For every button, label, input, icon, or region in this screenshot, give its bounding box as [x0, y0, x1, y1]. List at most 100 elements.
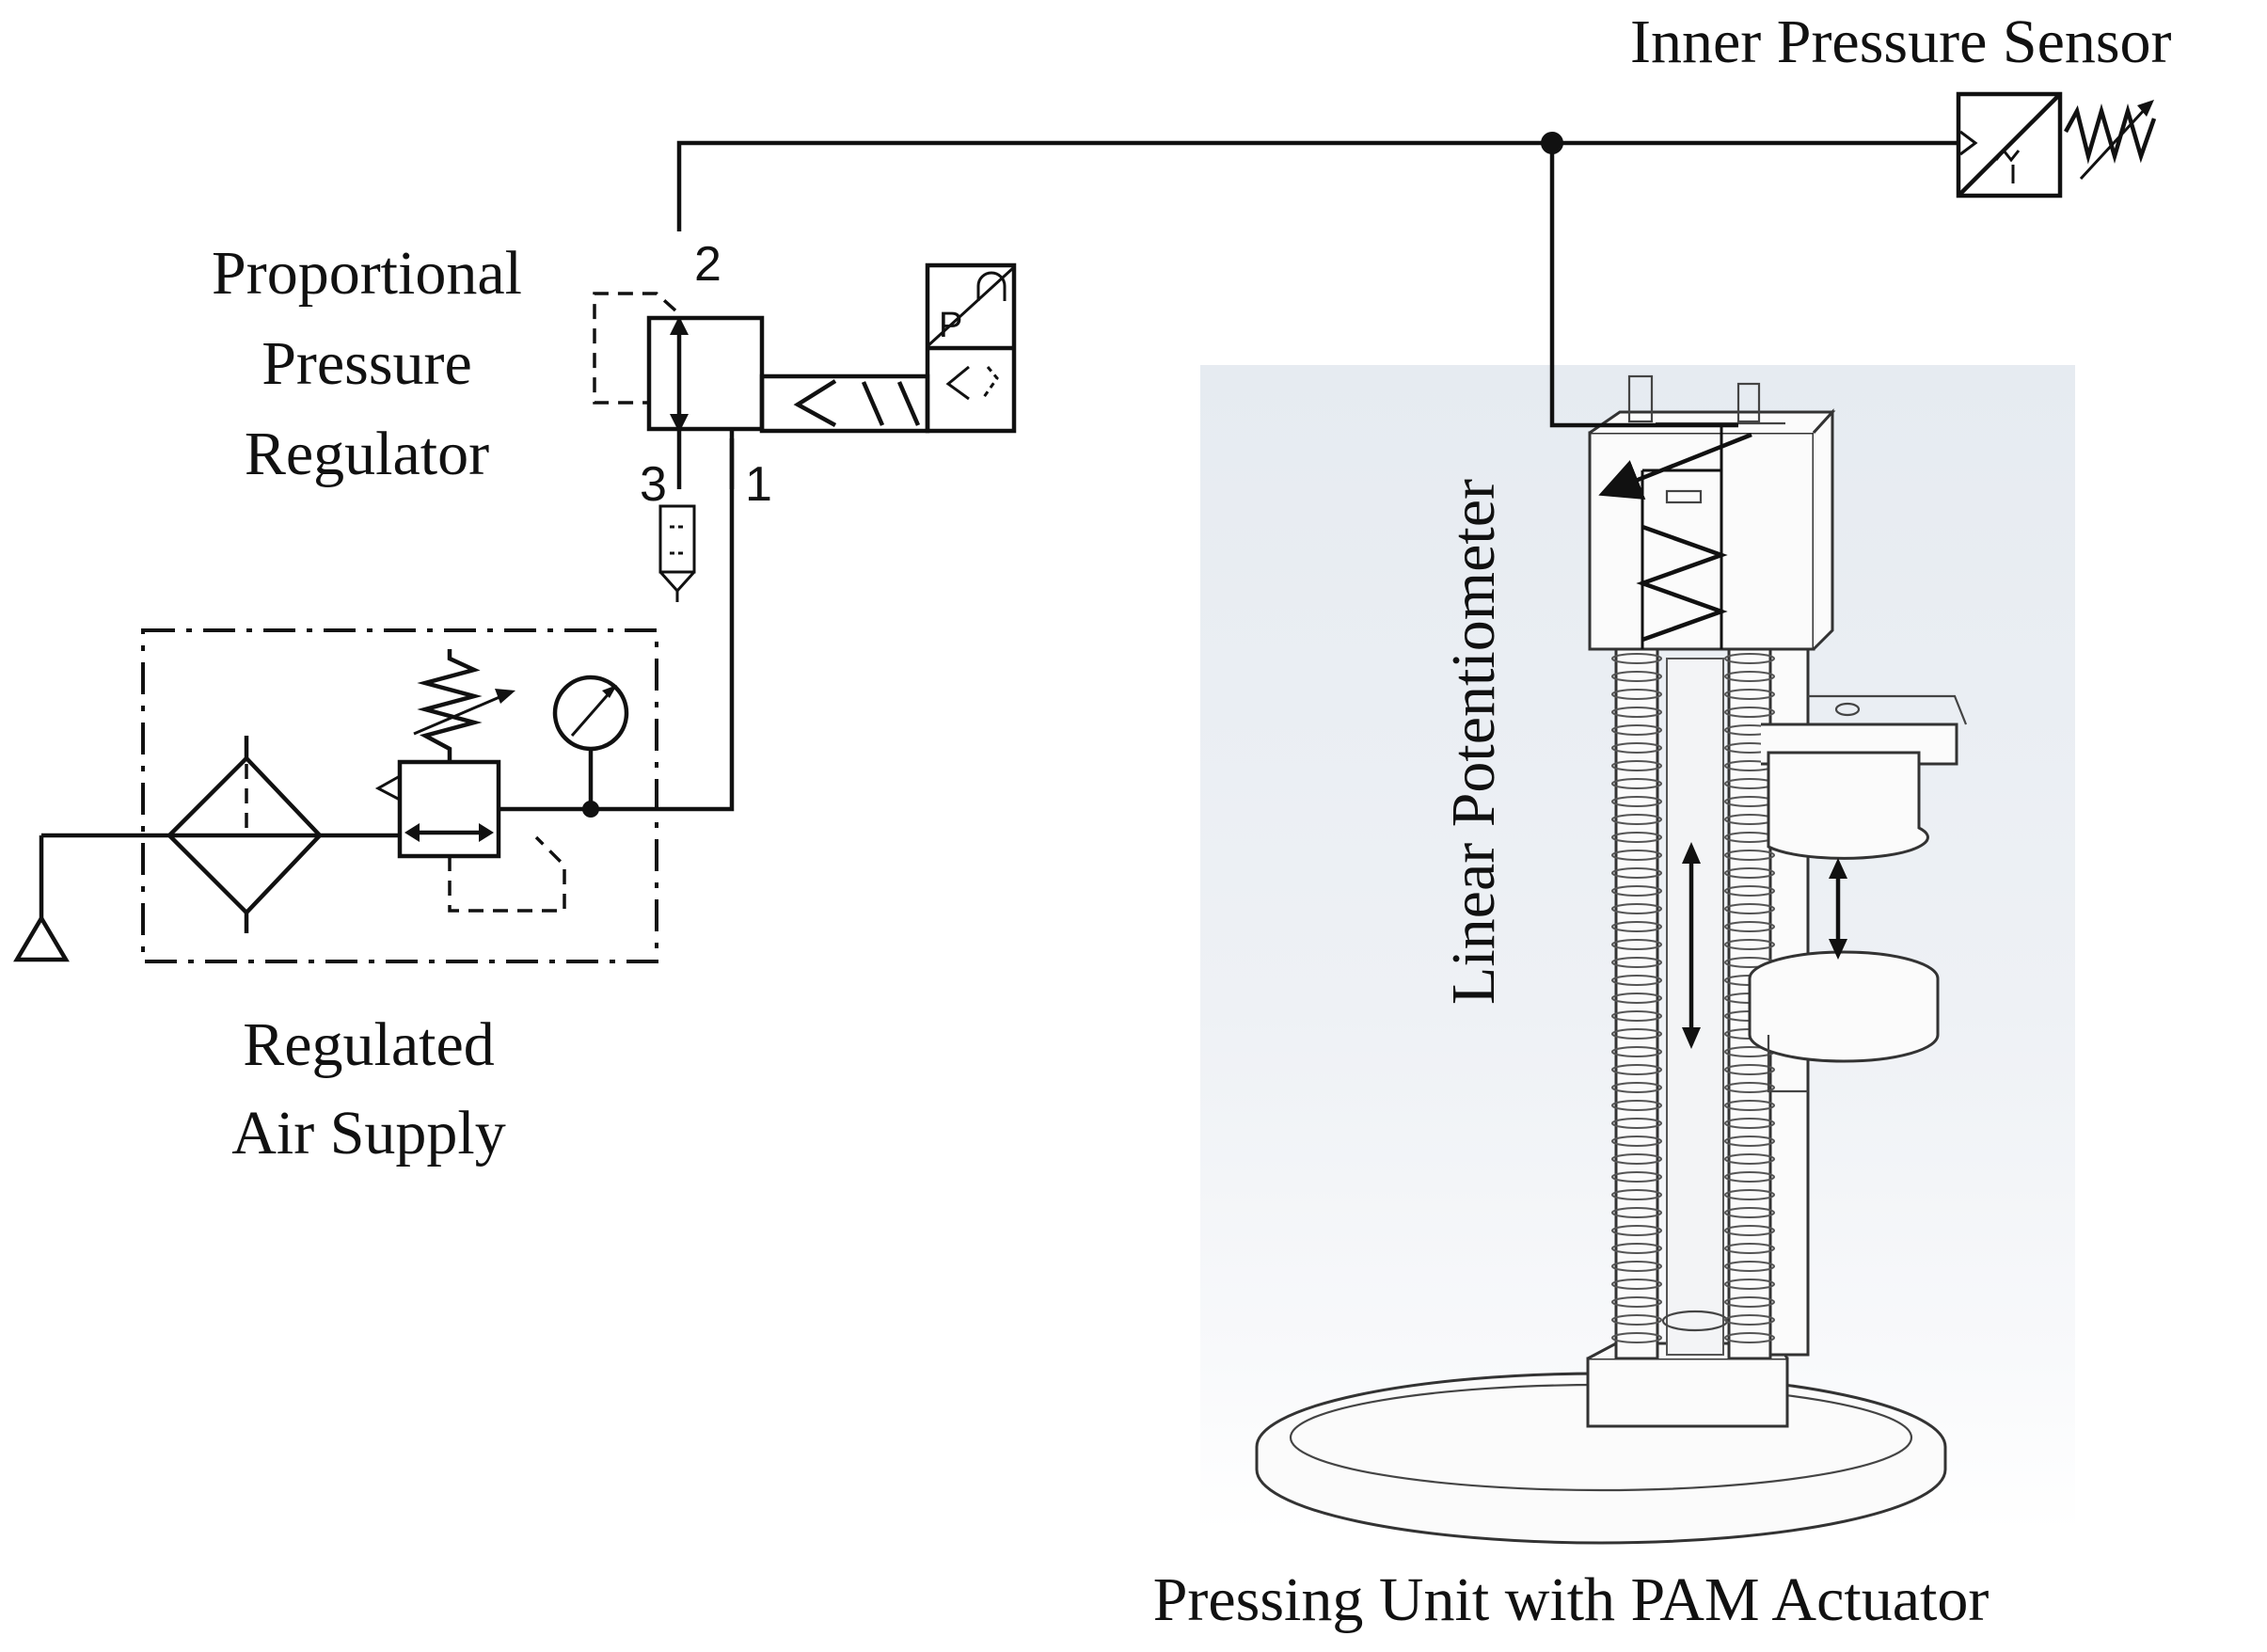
pressure-gauge-icon	[552, 675, 629, 809]
spring-coil	[1611, 671, 1662, 682]
spring-coil	[1611, 814, 1662, 825]
top-housing-side	[1812, 408, 1834, 651]
base-disc-rim	[1255, 1447, 1947, 1545]
spring-coil	[1611, 1314, 1662, 1326]
spring-coil	[1724, 1279, 1775, 1290]
filter-diamond-icon	[166, 736, 324, 933]
spring-coil	[1724, 1189, 1775, 1200]
spring-coil	[1611, 832, 1662, 843]
silencer-icon	[658, 504, 696, 602]
spring-coil	[1724, 689, 1775, 700]
spring-coil	[1611, 1189, 1662, 1200]
regulated-air-supply	[13, 628, 658, 963]
spring-coil	[1724, 653, 1775, 664]
spring-coil	[1611, 885, 1662, 897]
spring-coil	[1724, 1314, 1775, 1326]
inner-rod	[1666, 658, 1724, 1356]
spring-coil	[1611, 1153, 1662, 1165]
potentiometer-resistor	[1636, 524, 1728, 643]
air-supply-label-line1: Regulated	[243, 1010, 495, 1079]
spring-coil	[1724, 1100, 1775, 1111]
spring-coil	[1724, 1225, 1775, 1236]
supply-line-top	[676, 140, 1958, 231]
spring-coil	[1611, 742, 1662, 754]
spring-coil	[1611, 1225, 1662, 1236]
inner-pressure-sensor-label: Inner Pressure Sensor	[1630, 8, 2172, 76]
spring-coil	[1724, 1261, 1775, 1272]
regulator-label-line3: Regulator	[245, 420, 489, 488]
spring-coil	[1611, 1118, 1662, 1129]
pressure-transducer-icon	[1956, 91, 2157, 199]
spring-coil	[1724, 939, 1775, 950]
spring-coil	[1611, 653, 1662, 664]
spring-coil	[1724, 1171, 1775, 1183]
pressure-regulator-icon	[374, 649, 566, 913]
spring-coil	[1611, 1028, 1662, 1040]
spring-coil	[1611, 903, 1662, 914]
spring-coil	[1611, 760, 1662, 771]
spring-coil	[1724, 1118, 1775, 1129]
spring-coil	[1724, 921, 1775, 932]
pressing-unit-label: Pressing Unit with PAM Actuator	[1153, 1565, 1990, 1634]
right-spring-coils	[1724, 653, 1775, 1343]
spring-coil	[1611, 1171, 1662, 1183]
spring-coil	[1611, 1064, 1662, 1075]
spring-coil	[1611, 796, 1662, 807]
spring-coil	[1611, 1279, 1662, 1290]
spring-coil	[1611, 724, 1662, 736]
spring-coil	[1724, 903, 1775, 914]
pilot-line	[593, 292, 677, 405]
spring-coil	[1724, 671, 1775, 682]
spring-coil	[1611, 689, 1662, 700]
upper-pad	[1767, 751, 1929, 860]
valve-body	[646, 315, 765, 432]
spring-coil	[1611, 957, 1662, 968]
pressing-unit-drawing	[1255, 374, 1968, 1545]
spring-coil	[1611, 993, 1662, 1004]
spring-coil	[1724, 707, 1775, 718]
spring-coil	[1611, 1010, 1662, 1022]
regulator-label-line2: Pressure	[262, 329, 472, 398]
spring-coil	[1724, 1296, 1775, 1308]
air-source-triangle-icon	[13, 913, 70, 962]
spring-coil	[1724, 1082, 1775, 1093]
linear-potentiometer-label: Linear Potentiometer	[1439, 479, 1508, 1005]
spring-coil	[1724, 1243, 1775, 1254]
spring-coil	[1724, 1207, 1775, 1218]
spring-coil	[1724, 1064, 1775, 1075]
port-3-label: 3	[640, 457, 667, 512]
spring-coil	[1611, 1261, 1662, 1272]
lower-pad-body	[1748, 978, 1940, 1063]
spring-coil	[1611, 1082, 1662, 1093]
spring-coil	[1724, 850, 1775, 861]
air-supply-label-line2: Air Supply	[231, 1099, 506, 1168]
spring-coil	[1611, 1332, 1662, 1343]
potentiometer-wiper-arrow	[1598, 432, 1752, 500]
frl-boundary	[141, 628, 658, 963]
spring-coil	[1611, 1243, 1662, 1254]
stroke-arrow-left	[1682, 842, 1701, 1049]
left-spring-coils	[1611, 653, 1662, 1343]
spring-coil	[1611, 778, 1662, 789]
spring-coil	[1724, 1153, 1775, 1165]
solenoid-p-label: P	[939, 306, 962, 345]
port-1-label: 1	[745, 457, 772, 512]
spring-coil	[1724, 867, 1775, 879]
regulator-label-line1: Proportional	[212, 239, 522, 308]
spring-coil	[1611, 1046, 1662, 1057]
foot-block	[1586, 1357, 1789, 1428]
spring-coil	[1611, 939, 1662, 950]
regulator-spring	[417, 649, 483, 762]
spring-coil	[1724, 885, 1775, 897]
spring-coil	[1611, 1100, 1662, 1111]
spring-coil	[1724, 1136, 1775, 1147]
stroke-arrow-right	[1829, 858, 1847, 960]
spring-coil	[1611, 975, 1662, 986]
proportional-valve-icon	[593, 262, 1017, 489]
branch-to-actuator	[1549, 143, 1738, 428]
spring-coil	[1611, 1207, 1662, 1218]
junction-dot-top	[1541, 132, 1563, 154]
spring-coil	[1724, 1332, 1775, 1343]
line-port-1	[499, 438, 735, 812]
